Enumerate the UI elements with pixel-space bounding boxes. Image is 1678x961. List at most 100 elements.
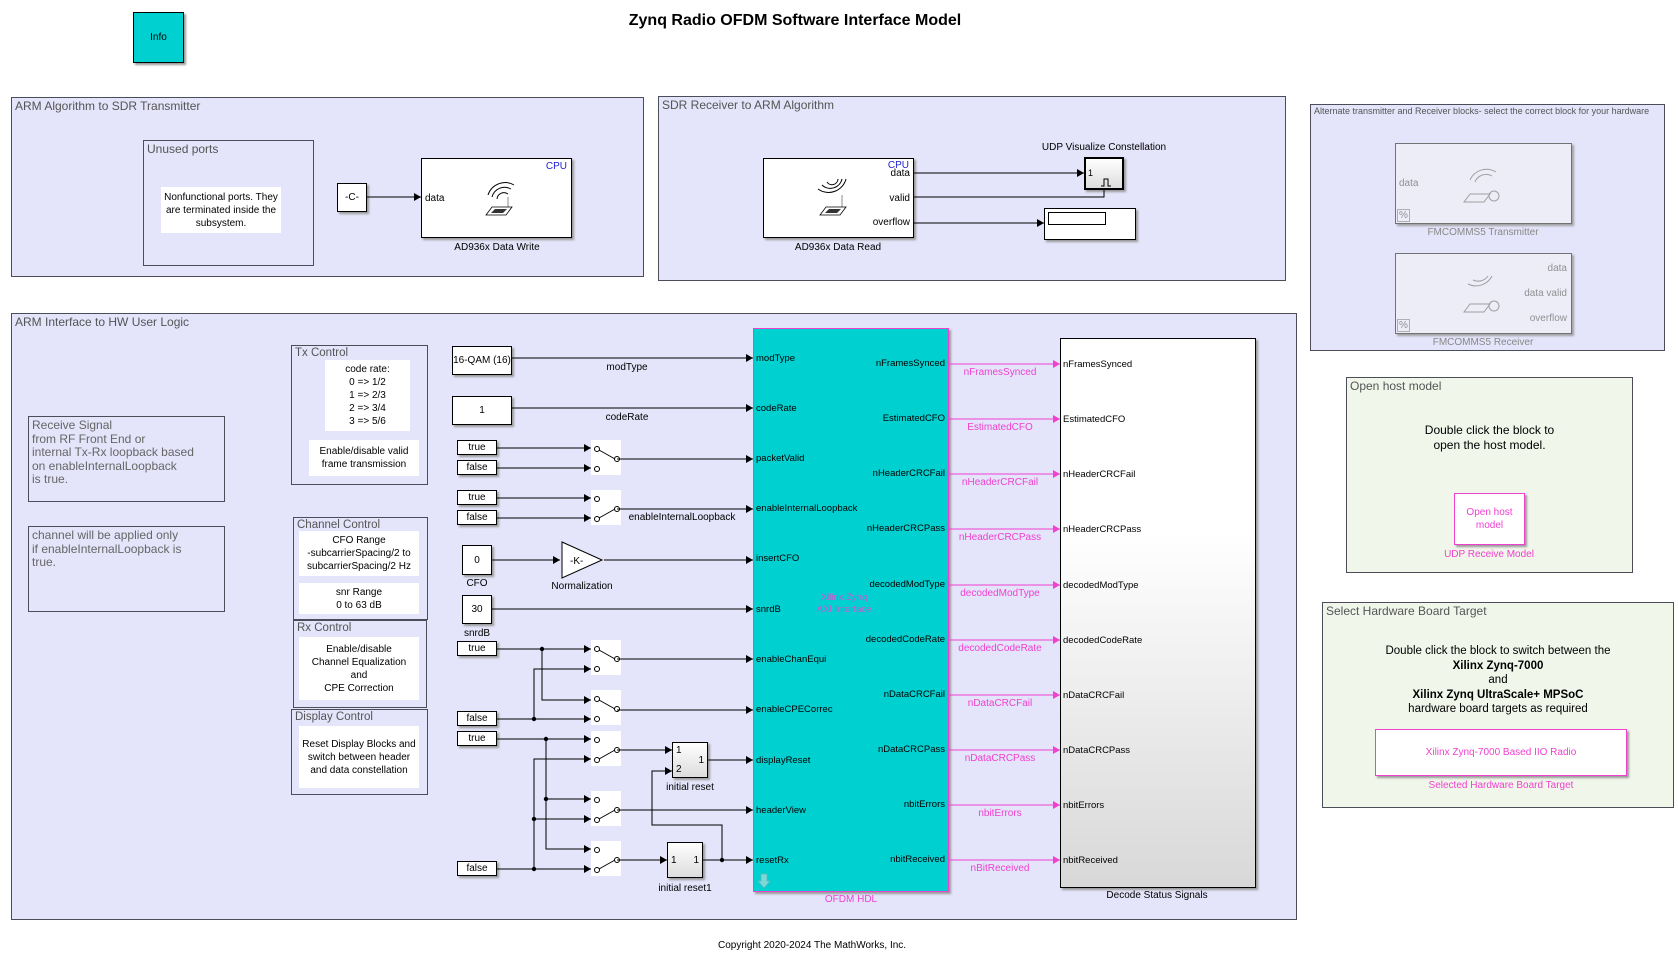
data-port-label: data — [425, 193, 445, 204]
packetvalid-false-constant[interactable]: false — [457, 460, 497, 475]
read-port-overflow: overflow — [872, 217, 910, 228]
tx-control-title: Tx Control — [295, 347, 349, 359]
ofdm-output-port: nbitErrors — [903, 799, 945, 810]
snr-constant[interactable]: 30 — [462, 595, 492, 624]
rx-port-data-valid: data valid — [1524, 288, 1567, 299]
ofdm-output-port: nHeaderCRCFail — [872, 468, 945, 479]
overflow-display-block[interactable] — [1044, 208, 1136, 240]
chanequi-false-constant[interactable]: false — [457, 711, 497, 726]
cfo-value: 0 — [474, 554, 480, 566]
display-control-title: Display Control — [295, 711, 373, 723]
udp-visualize-name: UDP Visualize Constellation — [1041, 142, 1167, 153]
ad936x-read-block[interactable]: CPU data valid overflow — [763, 158, 914, 238]
wire-label: nHeaderCRCPass — [958, 532, 1042, 543]
initial-reset1-block[interactable]: 1 1 — [667, 842, 703, 878]
ofdm-output-port: nDataCRCFail — [883, 689, 945, 700]
unused-ports-title: Unused ports — [147, 142, 219, 156]
ofdm-output-port: decodedCodeRate — [865, 634, 945, 645]
coderate-signal-label: codeRate — [605, 412, 649, 423]
coderate-constant[interactable]: 1 — [452, 396, 512, 425]
code-rate-note: code rate: 0 => 1/2 1 => 2/3 2 => 3/4 3 … — [325, 360, 410, 431]
in1-label: 1 — [671, 855, 677, 866]
pulse-icon — [1101, 178, 1111, 187]
display-control-note: Reset Display Blocks and switch between … — [299, 726, 419, 788]
hardware-target-button[interactable]: Xilinx Zynq-7000 Based IIO Radio — [1375, 729, 1627, 776]
antenna-tx-icon — [485, 182, 515, 216]
ofdm-output-port: decodedModType — [869, 579, 945, 590]
open-host-model-label: Open host model — [1466, 507, 1513, 531]
wire-label: nFramesSynced — [963, 367, 1037, 378]
hw-area-title: Select Hardware Board Target — [1326, 604, 1487, 618]
antenna-gear-icon — [1463, 275, 1500, 313]
modtype-signal-label: modType — [606, 362, 648, 373]
rx-control-area: Rx Control — [293, 620, 427, 708]
fmcomms5-transmitter-block[interactable]: data % — [1395, 143, 1572, 224]
ofdm-input-port: enableCPECorrec — [756, 704, 833, 715]
chanequi-true-constant[interactable]: true — [457, 641, 497, 656]
host-area-title: Open host model — [1350, 379, 1442, 393]
fmcomms5-transmitter-name: FMCOMMS5 Transmitter — [1427, 227, 1539, 238]
ofdm-input-port: insertCFO — [756, 553, 800, 564]
ofdm-input-port: modType — [756, 353, 796, 364]
valid-frame-note: Enable/disable valid frame transmission — [309, 440, 419, 476]
initial-reset-block[interactable]: 1 2 1 — [672, 742, 708, 778]
normalization-gain-block[interactable]: -K- — [560, 540, 604, 580]
false-value: false — [466, 512, 488, 523]
alt-area-title: Alternate transmitter and Receiver block… — [1314, 106, 1650, 116]
udp-visualize-block[interactable]: 1 — [1084, 157, 1124, 190]
wire-label: nDataCRCPass — [964, 753, 1036, 764]
false-value: false — [466, 863, 488, 874]
tx-control-area: Tx Control — [291, 345, 428, 485]
rx-control-title: Rx Control — [297, 622, 352, 634]
loopback-signal-label: enableInternalLoopback — [628, 512, 736, 523]
cfo-constant[interactable]: 0 — [462, 545, 492, 575]
loopback-false-constant[interactable]: false — [457, 510, 497, 525]
wire-label: nHeaderCRCFail — [961, 477, 1039, 488]
info-block[interactable]: Info — [133, 12, 184, 63]
ofdm-output-port: nDataCRCPass — [877, 744, 945, 755]
loopback-true-constant[interactable]: true — [457, 490, 497, 505]
cpu-badge: CPU — [545, 161, 567, 172]
receive-note-text: Receive Signal from RF Front End or inte… — [32, 418, 194, 486]
modtype-value: 16-QAM (16) — [453, 355, 511, 366]
tx-port-data: data — [1399, 178, 1419, 189]
out-label: 1 — [693, 855, 699, 866]
wire-label: EstimatedCFO — [967, 422, 1033, 433]
percent-badge: % — [1397, 209, 1410, 222]
snr-range-note: snr Range 0 to 63 dB — [299, 583, 419, 614]
display-true-constant[interactable]: true — [457, 731, 497, 746]
selected-hw-caption: Selected Hardware Board Target — [1428, 780, 1574, 791]
open-host-model-button[interactable]: Open host model — [1454, 493, 1525, 545]
channel-control-title: Channel Control — [297, 519, 381, 531]
hw-line2: hardware board targets as required — [1408, 703, 1588, 715]
modtype-constant[interactable]: 16-QAM (16) — [452, 346, 512, 375]
fmcomms5-receiver-block[interactable]: data data valid overflow % — [1395, 253, 1572, 334]
hw-bold1: Xilinx Zynq-7000 — [1452, 659, 1544, 672]
ofdm-input-port: enableInternalLoopback — [756, 503, 858, 514]
in1-label: 1 — [676, 745, 682, 756]
tx-area-title: ARM Algorithm to SDR Transmitter — [15, 99, 201, 113]
channel-note-text: channel will be applied only if enableIn… — [32, 528, 182, 569]
constant-block[interactable]: -C- — [337, 183, 367, 212]
in2-label: 2 — [676, 764, 682, 775]
packetvalid-true-constant[interactable]: true — [457, 440, 497, 455]
hw-bold2: Xilinx Zynq UltraScale+ MPSoC — [1412, 688, 1584, 701]
ad936x-write-block[interactable]: CPU data — [421, 158, 572, 238]
reset-false-constant[interactable]: false — [457, 861, 497, 876]
host-instructions: Double click the block to open the host … — [1424, 423, 1555, 452]
true-value: true — [468, 442, 486, 453]
ofdm-input-port: codeRate — [756, 403, 797, 414]
wire-label: decodedCodeRate — [958, 643, 1042, 654]
out-label: 1 — [698, 755, 704, 766]
ofdm-output-port: nbitReceived — [890, 854, 945, 865]
hardware-target-label: Xilinx Zynq-7000 Based IIO Radio — [1425, 747, 1577, 758]
display-field — [1048, 212, 1106, 225]
wire-label: decodedModType — [960, 588, 1040, 599]
decode-input-port: decodedModType — [1063, 580, 1139, 591]
display-control-area: Display Control — [291, 709, 428, 795]
ofdm-output-port: nFramesSynced — [875, 358, 945, 369]
rx-control-note: Enable/disable Channel Equalization and … — [299, 637, 419, 700]
wire-label: nbitErrors — [978, 808, 1022, 819]
